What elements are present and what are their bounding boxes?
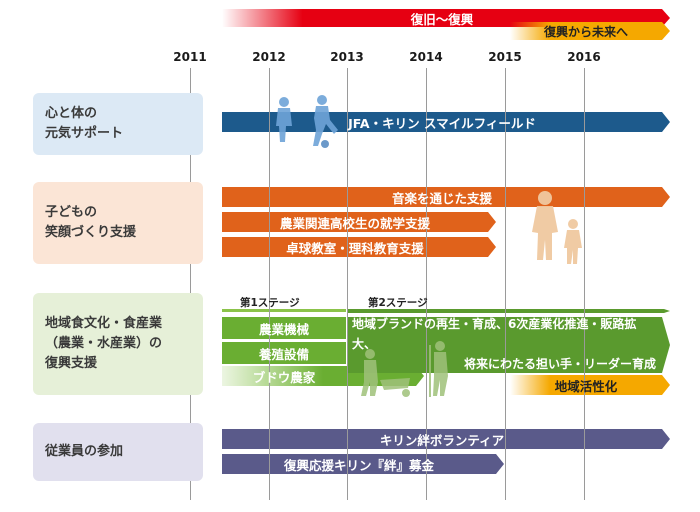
stage1-label: 第1ステージ <box>240 297 300 309</box>
category-line: 復興支援 <box>45 356 98 372</box>
category-line: 元気サポート <box>45 126 124 141</box>
regional-label: 地域活性化 <box>554 378 618 394</box>
machinery-label: 農業機械 <box>258 321 309 337</box>
category-line: （農業・水産業）の <box>45 335 163 351</box>
volunteer-label: キリン絆ボランティア <box>379 432 505 448</box>
category-employees: 従業員の参加 <box>33 423 203 481</box>
stage2-label: 第2ステージ <box>368 297 428 309</box>
music-arrow <box>222 187 670 207</box>
future-arrow <box>510 22 670 40</box>
brand-line-2: 将来にわたる担い手・リーダー育成 <box>463 356 656 371</box>
agri-school-label: 農業関連高校生の就学支援 <box>279 215 430 231</box>
farmer-illustration <box>361 341 448 397</box>
pingpong-arrow <box>222 237 496 257</box>
future-label: 復興から未来へ <box>543 24 628 39</box>
agri-school-arrow <box>222 212 496 232</box>
category-food-industry: 地域食文化・食産業 （農業・水産業）の 復興支援 <box>33 293 203 395</box>
category-mind-body: 心と体の 元気サポート <box>33 93 203 155</box>
grid-line-2012 <box>269 68 270 500</box>
grid-line-2014 <box>426 68 427 500</box>
stage2-line <box>348 309 670 313</box>
vineyard-label: ブドウ農家 <box>252 369 316 385</box>
year-2012: 2012 <box>252 50 286 64</box>
brand-text: 地域ブランドの再生・育成、6次産業化推進・販路拡大、 将来にわたる担い手・リーダ… <box>352 317 660 373</box>
restoration-label: 復旧〜復興 <box>410 11 474 27</box>
regional-arrow <box>510 375 670 395</box>
category-line: 子どもの <box>45 204 98 220</box>
year-2015: 2015 <box>488 50 522 64</box>
year-2011: 2011 <box>173 50 207 64</box>
year-2016: 2016 <box>567 50 601 64</box>
fund-arrow <box>222 454 504 474</box>
year-2014: 2014 <box>409 50 443 64</box>
brand-line-1: 地域ブランドの再生・育成、6次産業化推進・販路拡大、 <box>352 317 637 352</box>
pingpong-label: 卓球教室・理科教育支援 <box>286 240 424 256</box>
volunteer-arrow <box>222 429 670 449</box>
category-line: 心と体の <box>45 105 98 121</box>
category-line: 笑顔づくり支援 <box>45 225 137 240</box>
grid-line-2011 <box>190 68 191 500</box>
machinery-box <box>222 317 346 339</box>
jfa-label: JFA・キリン スマイルフィールド <box>348 115 536 131</box>
grid-line-2013 <box>347 68 348 500</box>
grid-line-2015 <box>505 68 506 500</box>
brand-arrow <box>348 317 670 373</box>
soccer-players-illustration <box>276 95 338 148</box>
aquaculture-box <box>222 342 346 364</box>
fund-label: 復興応援キリン『絆』募金 <box>283 457 434 473</box>
stage1-line <box>222 309 346 312</box>
grid-line-2016 <box>584 68 585 500</box>
category-children: 子どもの 笑顔づくり支援 <box>33 182 203 264</box>
category-line: 従業員の参加 <box>45 443 124 459</box>
music-label: 音楽を通じた支援 <box>391 190 492 206</box>
aquaculture-label: 養殖設備 <box>258 346 309 362</box>
parent-child-illustration <box>532 191 582 264</box>
year-2013: 2013 <box>330 50 364 64</box>
category-line: 地域食文化・食産業 <box>45 315 163 331</box>
